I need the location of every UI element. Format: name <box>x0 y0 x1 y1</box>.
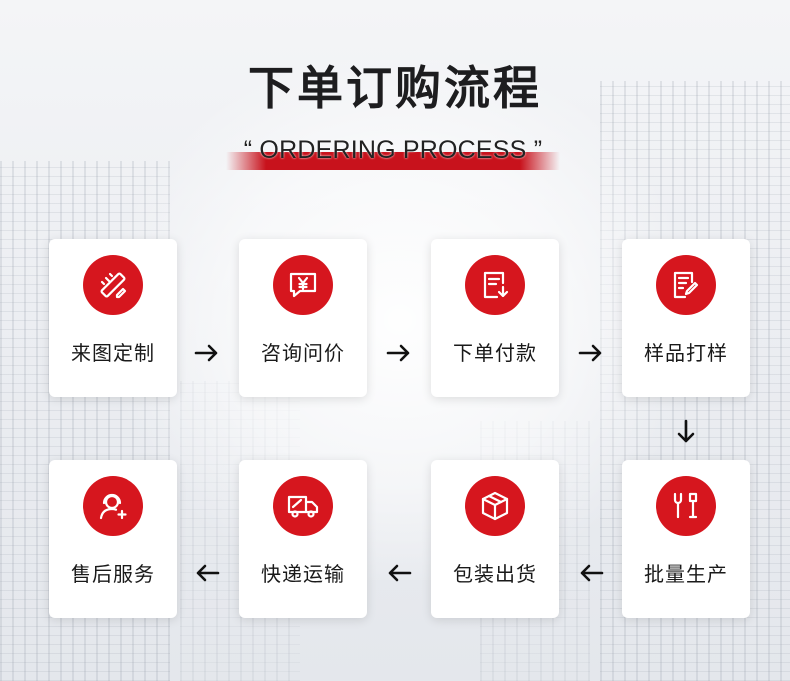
step-label: 咨询问价 <box>261 341 345 365</box>
step-card-mass-production[interactable]: 批量生产 <box>622 460 750 618</box>
step-card-order-payment[interactable]: 下单付款 <box>431 239 559 397</box>
step-card-packing[interactable]: 包装出货 <box>431 460 559 618</box>
arrow-left-icon <box>578 563 604 583</box>
step-card-express-shipping[interactable]: 快递运输 <box>239 460 367 618</box>
subtitle-banner: “ ORDERING PROCESS ” <box>226 136 560 170</box>
step-label: 批量生产 <box>644 562 728 586</box>
price-chat-icon <box>273 255 333 315</box>
step-label: 来图定制 <box>71 341 155 365</box>
step-label: 快递运输 <box>261 562 345 586</box>
wrench-tools-icon <box>656 476 716 536</box>
arrow-right-icon <box>578 343 604 363</box>
arrow-down-icon <box>676 419 696 445</box>
step-card-sampling[interactable]: 样品打样 <box>622 239 750 397</box>
arrow-right-icon <box>386 343 412 363</box>
delivery-truck-icon <box>273 476 333 536</box>
sample-document-icon <box>656 255 716 315</box>
step-label: 样品打样 <box>644 341 728 365</box>
customer-service-icon <box>83 476 143 536</box>
step-label: 售后服务 <box>71 562 155 586</box>
subtitle-text: “ ORDERING PROCESS ” <box>243 136 543 164</box>
arrow-left-icon <box>194 563 220 583</box>
background-glow <box>120 60 680 580</box>
step-card-custom-drawing[interactable]: 来图定制 <box>49 239 177 397</box>
package-box-icon <box>465 476 525 536</box>
pencil-ruler-icon <box>83 255 143 315</box>
step-card-after-sales[interactable]: 售后服务 <box>49 460 177 618</box>
page-title: 下单订购流程 <box>248 61 542 115</box>
step-card-inquiry[interactable]: 咨询问价 <box>239 239 367 397</box>
order-document-icon <box>465 255 525 315</box>
arrow-left-icon <box>386 563 412 583</box>
subtitle-stripe <box>226 152 560 170</box>
step-label: 包装出货 <box>453 562 537 586</box>
arrow-right-icon <box>194 343 220 363</box>
step-label: 下单付款 <box>453 341 537 365</box>
